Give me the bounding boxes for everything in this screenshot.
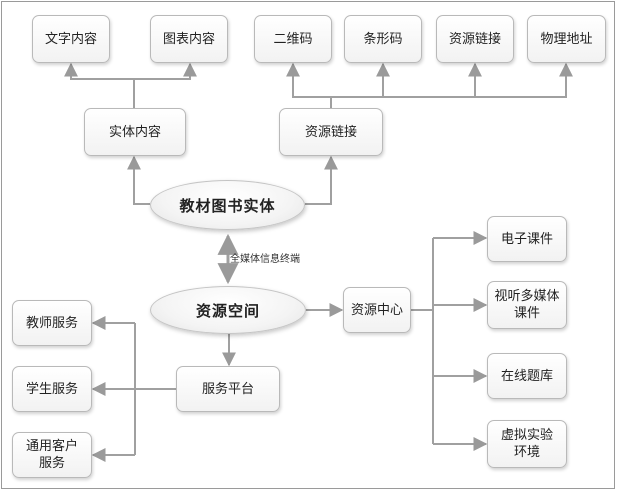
node-ebook-courseware: 电子课件 bbox=[487, 216, 567, 262]
node-av-multimedia-courseware: 视听多媒体 课件 bbox=[487, 281, 567, 329]
label-omni-media-terminal: 全媒体信息终端 bbox=[230, 254, 300, 265]
edge-link-to-reslink bbox=[383, 62, 482, 98]
node-online-question-bank: 在线题库 bbox=[487, 353, 567, 399]
node-resource-link: 资源链接 bbox=[279, 108, 383, 156]
node-resource-center: 资源中心 bbox=[343, 287, 411, 333]
node-general-client-service: 通用客户 服务 bbox=[12, 432, 92, 478]
node-resource-link-top: 资源链接 bbox=[436, 15, 514, 63]
node-text-content: 文字内容 bbox=[32, 15, 110, 63]
node-qr-code: 二维码 bbox=[254, 15, 332, 63]
node-virtual-lab: 虚拟实验 环境 bbox=[487, 420, 567, 468]
edge-textbook-to-link bbox=[305, 155, 338, 205]
node-teacher-service: 教师服务 bbox=[12, 300, 92, 346]
node-textbook-entity: 教材图书实体 bbox=[150, 180, 305, 230]
node-student-service: 学生服务 bbox=[12, 366, 92, 412]
node-chart-content: 图表内容 bbox=[150, 15, 228, 63]
edge-textbook-to-entity bbox=[127, 155, 150, 205]
node-barcode: 条形码 bbox=[344, 15, 422, 63]
node-physical-address: 物理地址 bbox=[527, 15, 606, 63]
edge-link-to-qr bbox=[286, 62, 332, 108]
node-service-platform: 服务平台 bbox=[176, 366, 280, 412]
edge-entity-to-chart bbox=[134, 62, 197, 80]
node-entity-content: 实体内容 bbox=[84, 108, 186, 156]
node-resource-space: 资源空间 bbox=[150, 286, 306, 334]
edge-link-to-address bbox=[475, 62, 573, 98]
edge-link-to-barcode bbox=[331, 62, 390, 98]
edge-entity-to-text bbox=[64, 62, 135, 108]
